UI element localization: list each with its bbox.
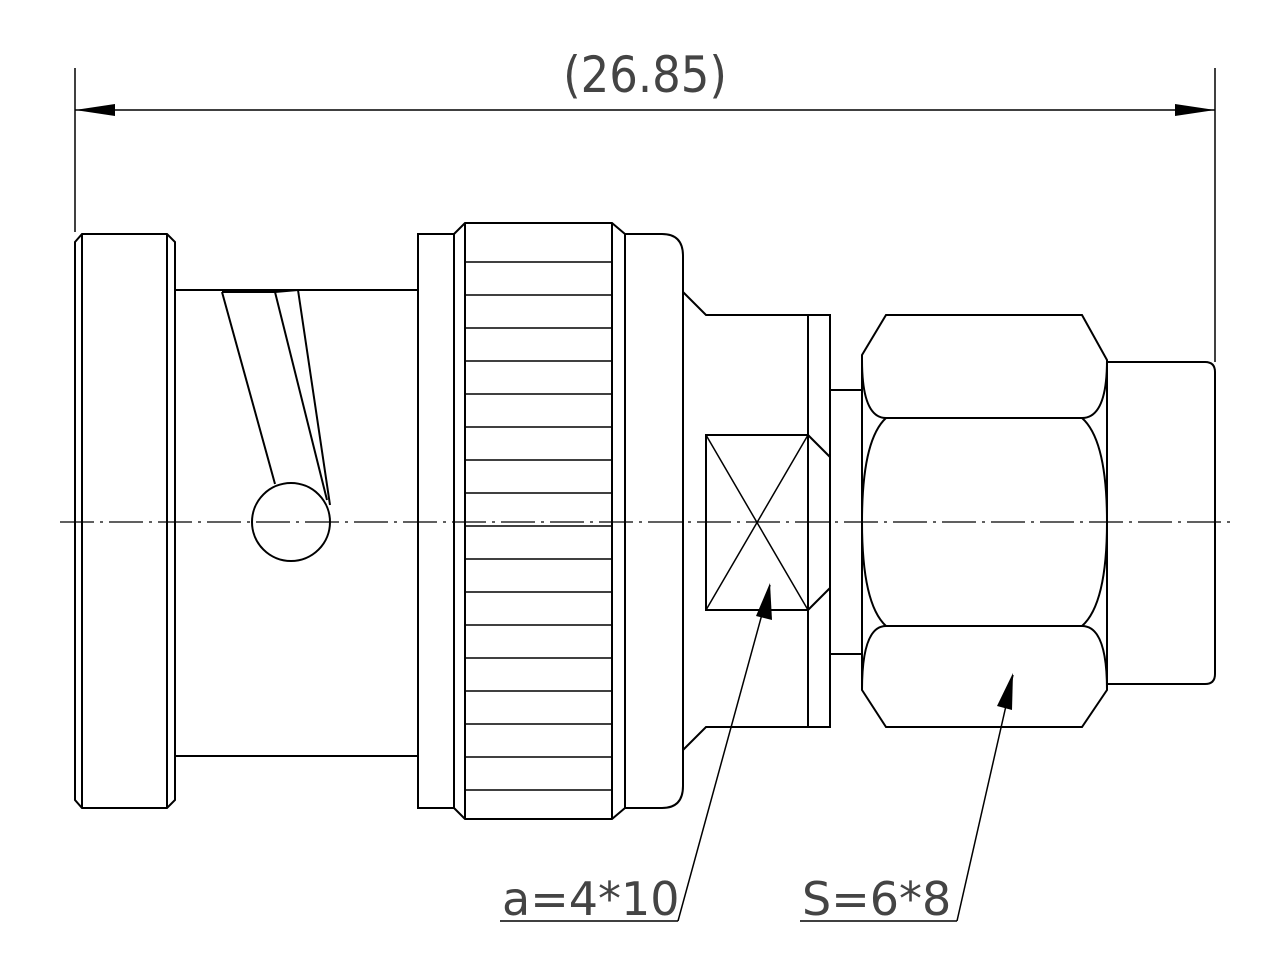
coupling-nut [417, 222, 684, 820]
callout-flat-width: a=4*10 [500, 583, 772, 926]
arrowhead-right [1175, 104, 1215, 116]
overall-length-label: (26.85) [563, 46, 727, 104]
bnc-front-flange [74, 233, 176, 809]
rear-sleeve [1107, 361, 1216, 685]
arrowhead-left [75, 104, 115, 116]
callout-hex-size: S=6*8 [800, 673, 1014, 926]
hex-nut [860, 314, 1109, 728]
wrench-flat [705, 434, 809, 611]
knurl-lines [465, 261, 612, 791]
hex-size-label: S=6*8 [802, 872, 951, 926]
bayonet-pin-circle [251, 482, 331, 562]
flat-width-label: a=4*10 [502, 872, 680, 926]
bnc-body [175, 289, 418, 757]
overall-dimension: (26.85) [74, 46, 1216, 362]
wrench-flat-body [682, 291, 862, 751]
